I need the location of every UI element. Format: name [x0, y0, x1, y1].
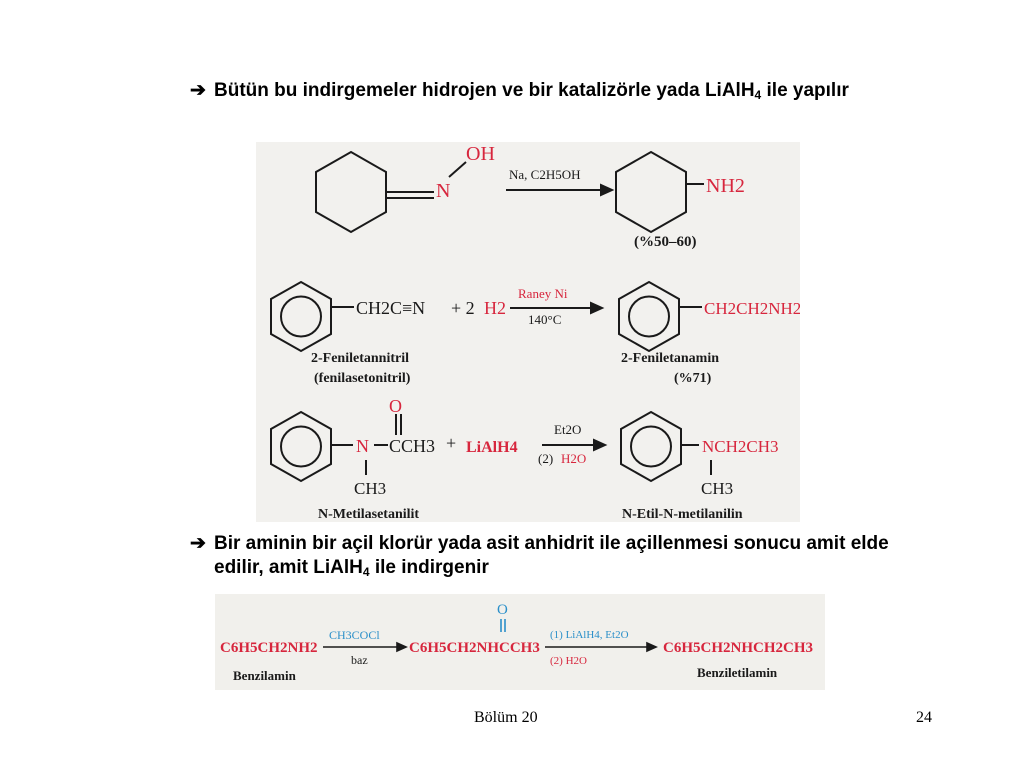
arrow-right-icon: ➔ [190, 533, 206, 554]
benzene-ring-r2-product [618, 280, 680, 353]
bullet-2-main: Bir aminin bir açil klorür yada asit anh… [214, 533, 889, 578]
benzene-ring-r3 [270, 410, 332, 483]
acyl-amide-o: O [497, 602, 508, 618]
acyl-reactant: C6H5CH2NH2 [220, 640, 318, 656]
n-o-bond [448, 161, 467, 178]
acyl-arrowhead-1 [396, 641, 408, 653]
arrowhead-2 [590, 301, 605, 315]
plus-two-r2: + 2 [451, 298, 475, 318]
acyl-product: C6H5CH2NHCH2CH3 [663, 640, 813, 656]
product-ch3-r3: CH3 [701, 479, 733, 498]
footer-page-number: 24 [916, 709, 932, 726]
oh-label: OH [466, 143, 495, 165]
yield-r1: (%50–60) [634, 234, 697, 250]
reagent-bottom-num-r3: (2) [538, 451, 553, 466]
acyl-step2: (2) H2O [550, 655, 587, 667]
product-name-r2: 2-Feniletanamin [621, 351, 719, 366]
acylation-svg: C6H5CH2NH2 CH3COCl baz O C6H5CH2NHCCH3 (… [220, 602, 813, 683]
arrowhead-1 [600, 183, 615, 197]
carbonyl-o-r3: O [389, 396, 402, 416]
reagent-bottom-r2: 140°C [528, 312, 561, 327]
acyl-reagent-top: CH3COCl [329, 628, 380, 642]
acyl-reagent-bottom: baz [351, 653, 368, 667]
acyl-step1: (1) LiAlH4, Et2O [550, 629, 629, 641]
reactant-name-r2: 2-Feniletannitril [311, 351, 409, 366]
benzene-circle-r3 [280, 425, 322, 468]
arrowhead-3 [593, 438, 608, 452]
reactions-svg: OH N Na, C2H5OH NH2 (%50–60) CH2C≡N + 2 … [270, 143, 801, 522]
footer-chapter: Bölüm 20 [474, 709, 538, 726]
benzene-circle-r3-product [630, 425, 672, 468]
nh2-label: NH2 [706, 175, 745, 197]
bullet-text-acylation: ➔ Bir aminin bir açil klorür yada asit a… [190, 532, 930, 580]
bullet-text-reduction: ➔ Bütün bu indirgemeler hidrojen ve bir … [190, 79, 930, 103]
acyl-product-name: Benziletilamin [697, 665, 778, 680]
reactant-group-r2: CH2C≡N [356, 298, 425, 318]
product-n-r3: NCH2CH3 [702, 437, 779, 456]
n-label: N [436, 180, 450, 202]
reagent-top-r3: Et2O [554, 422, 581, 437]
product-name-r3: N-Etil-N-metilanilin [622, 507, 743, 522]
nch3-r3: CH3 [354, 479, 386, 498]
acyl-reactant-name: Benzilamin [233, 668, 297, 683]
reactant-name-r3: N-Metilasetanilit [318, 507, 419, 522]
benzene-circle-r2 [280, 295, 322, 338]
h2-r2: H2 [484, 298, 506, 318]
bullet-2-sub: 4 [362, 565, 370, 579]
reagent-bottom-r3: H2O [561, 451, 586, 466]
bullet-1-sub: 4 [754, 88, 762, 102]
plus-r3: + [446, 433, 456, 453]
benzene-ring-r2 [270, 280, 332, 353]
bullet-1-tail: ile yapılır [761, 80, 849, 101]
lialh4-r3: LiAlH4 [466, 439, 518, 456]
bullet-2-tail: ile indirgenir [369, 557, 489, 578]
acyl-amide: C6H5CH2NHCCH3 [409, 640, 540, 656]
reagent-top-r2: Raney Ni [518, 286, 568, 301]
arrow-right-icon: ➔ [190, 80, 206, 101]
cyclohexane-ring-reactant [315, 150, 387, 234]
yield-r2: (%71) [674, 371, 712, 386]
acyl-arrowhead-2 [646, 641, 658, 653]
benzene-ring-r3-product [620, 410, 682, 483]
cch3-r3: CCH3 [389, 436, 435, 456]
bullet-1-main: Bütün bu indirgemeler hidrojen ve bir ka… [214, 80, 755, 101]
reactant-name2-r2: (fenilasetonitril) [314, 371, 411, 386]
acylation-reaction-image: C6H5CH2NH2 CH3COCl baz O C6H5CH2NHCCH3 (… [215, 594, 825, 690]
reduction-reactions-image: OH N Na, C2H5OH NH2 (%50–60) CH2C≡N + 2 … [256, 142, 801, 522]
reagent-r1: Na, C2H5OH [509, 167, 581, 182]
product-group-r2: CH2CH2NH2 [704, 299, 800, 318]
n-r3: N [356, 436, 369, 456]
cyclohexane-ring-product [615, 150, 687, 234]
benzene-circle-r2-product [628, 295, 670, 338]
